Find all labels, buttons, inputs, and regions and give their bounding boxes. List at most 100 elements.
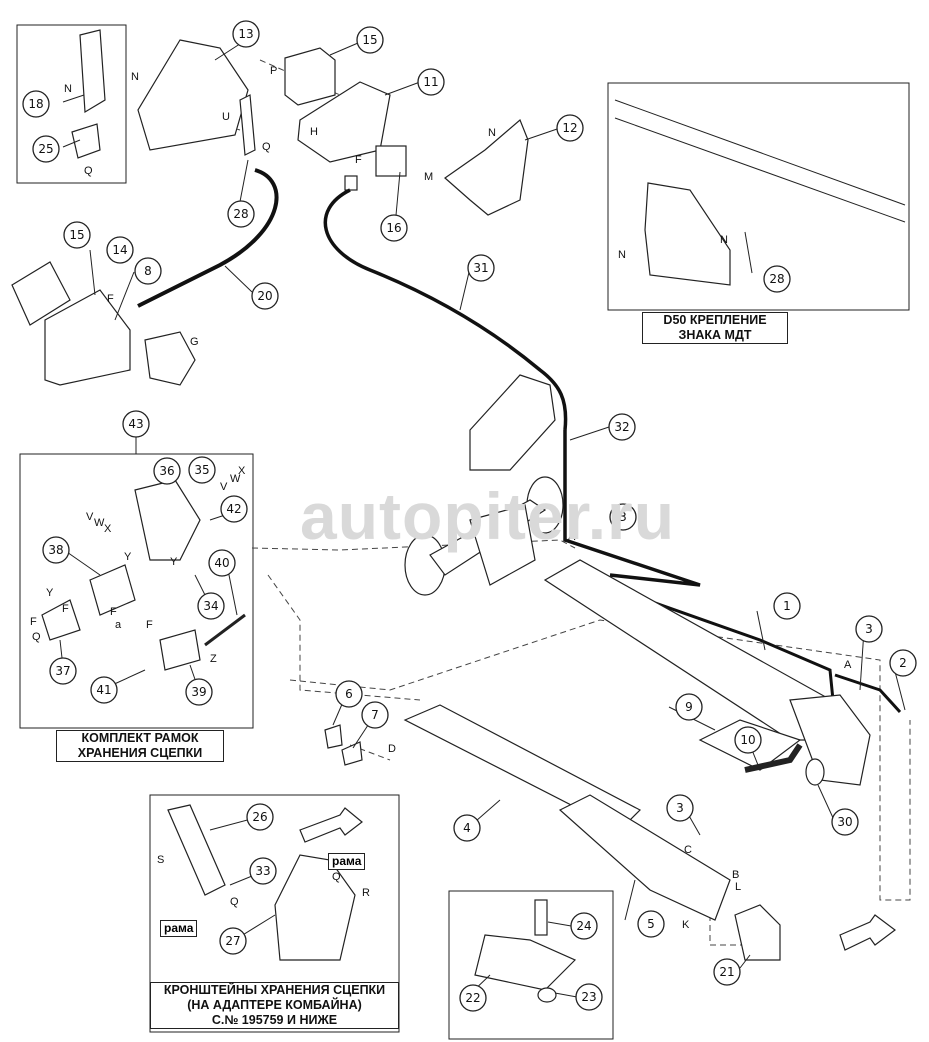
svg-text:24: 24 [576, 919, 591, 933]
bracket-12 [444, 118, 529, 216]
caption-frame-kit: КОМПЛЕКТ РАМОК ХРАНЕНИЯ СЦЕПКИ [56, 730, 224, 762]
connector-plug [344, 175, 358, 191]
svg-text:P: P [270, 65, 277, 77]
svg-text:Q: Q [332, 871, 341, 883]
caption-line: ЗНАКА МДТ [678, 328, 752, 342]
svg-text:Q: Q [84, 165, 93, 177]
callout-34: 34 [197, 592, 225, 620]
callout-2: 2 [889, 649, 917, 677]
callout-9: 9 [675, 693, 703, 721]
inset-frame-d50 [607, 82, 910, 311]
callout-11: 11 [417, 68, 445, 96]
cable-31 [323, 188, 568, 431]
callout-10: 10 [734, 726, 762, 754]
callout-20: 20 [251, 282, 279, 310]
svg-text:G: G [190, 336, 199, 348]
caption-line: (НА АДАПТЕРЕ КОМБАЙНА) [187, 998, 362, 1012]
svg-text:27: 27 [225, 934, 240, 948]
svg-text:W: W [230, 473, 241, 485]
svg-text:H: H [310, 126, 318, 138]
svg-text:20: 20 [257, 289, 272, 303]
svg-text:16: 16 [386, 221, 401, 235]
svg-text:N: N [488, 127, 496, 139]
block-15 [284, 47, 336, 106]
callout-5: 5 [637, 910, 665, 938]
svg-text:13: 13 [238, 27, 253, 41]
svg-text:F: F [107, 293, 114, 305]
arrow-bottom-right [839, 914, 896, 951]
svg-text:2: 2 [899, 656, 907, 670]
svg-text:1: 1 [783, 599, 791, 613]
callout-23: 23 [575, 983, 603, 1011]
bracket-28 [239, 94, 256, 156]
caption-line: КРОНШТЕЙНЫ ХРАНЕНИЯ СЦЕПКИ [163, 983, 386, 997]
frame-kit-frame-35 [134, 479, 201, 561]
callout-6: 6 [335, 680, 363, 708]
callout-35: 35 [188, 456, 216, 484]
svg-text:21: 21 [719, 965, 734, 979]
caption-d50-sign-mount: D50 КРЕПЛЕНИЕ ЗНАКА МДТ [642, 312, 788, 344]
mount-tower [469, 374, 556, 471]
frame-kit-bracket-37 [41, 599, 81, 641]
callout-28: 28 [227, 200, 255, 228]
svg-text:Y: Y [124, 551, 132, 563]
svg-text:X: X [104, 523, 112, 535]
svg-text:37: 37 [55, 664, 70, 678]
svg-text:K: K [682, 919, 690, 931]
tongue-section-5 [558, 794, 731, 921]
svg-text:Q: Q [262, 141, 271, 153]
svg-text:U: U [222, 111, 230, 123]
clip-6 [324, 724, 343, 749]
svg-text:N: N [131, 71, 139, 83]
caption-line: D50 КРЕПЛЕНИЕ [663, 313, 767, 327]
svg-text:15: 15 [69, 228, 84, 242]
svg-text:6: 6 [345, 687, 353, 701]
callout-41: 41 [90, 676, 118, 704]
svg-text:N: N [720, 234, 728, 246]
svg-text:M: M [424, 171, 433, 183]
callout-3-lower: 3 [666, 794, 694, 822]
callout-24: 24 [570, 912, 598, 940]
callout-42: 42 [220, 495, 248, 523]
callout-14: 14 [106, 236, 134, 264]
svg-text:28: 28 [233, 207, 248, 221]
callout-30: 30 [831, 808, 859, 836]
frame-rail-d50 [614, 99, 906, 206]
pin-kit-pin-24 [534, 899, 548, 936]
svg-text:S: S [157, 854, 164, 866]
sign-plate-d50 [644, 182, 731, 286]
svg-text:Q: Q [32, 631, 41, 643]
bracket-14 [44, 289, 131, 386]
callout-27: 27 [219, 927, 247, 955]
svg-text:32: 32 [614, 420, 629, 434]
storage-bracket-27 [274, 854, 356, 961]
svg-text:a: a [115, 619, 122, 631]
sign-plate-13 [137, 39, 249, 151]
callout-16: 16 [380, 214, 408, 242]
svg-text:33: 33 [255, 864, 270, 878]
svg-text:W: W [94, 517, 105, 529]
callout-40: 40 [208, 549, 236, 577]
hitch-mechanism [469, 504, 536, 586]
callout-31: 31 [467, 254, 495, 282]
svg-text:31: 31 [473, 261, 488, 275]
callout-26: 26 [246, 803, 274, 831]
svg-text:4: 4 [463, 821, 471, 835]
svg-text:35: 35 [194, 463, 209, 477]
pin-kit-strap-22 [474, 934, 577, 991]
inset-frame-pin-kit [448, 890, 614, 1040]
frame-tag-right: рама [328, 853, 366, 870]
frame-kit-pin-40 [204, 613, 246, 647]
hitch-part-g [144, 331, 196, 386]
svg-text:R: R [362, 887, 370, 899]
arrow-storage [299, 807, 363, 843]
svg-text:A: A [844, 659, 852, 671]
svg-text:9: 9 [685, 700, 693, 714]
cable-32 [563, 430, 701, 587]
callout-43: 43 [122, 410, 150, 438]
caption-line: ХРАНЕНИЯ СЦЕПКИ [77, 746, 203, 760]
svg-text:39: 39 [191, 685, 206, 699]
svg-text:F: F [30, 616, 37, 628]
callout-8: 8 [134, 257, 162, 285]
callout-1: 1 [773, 592, 801, 620]
